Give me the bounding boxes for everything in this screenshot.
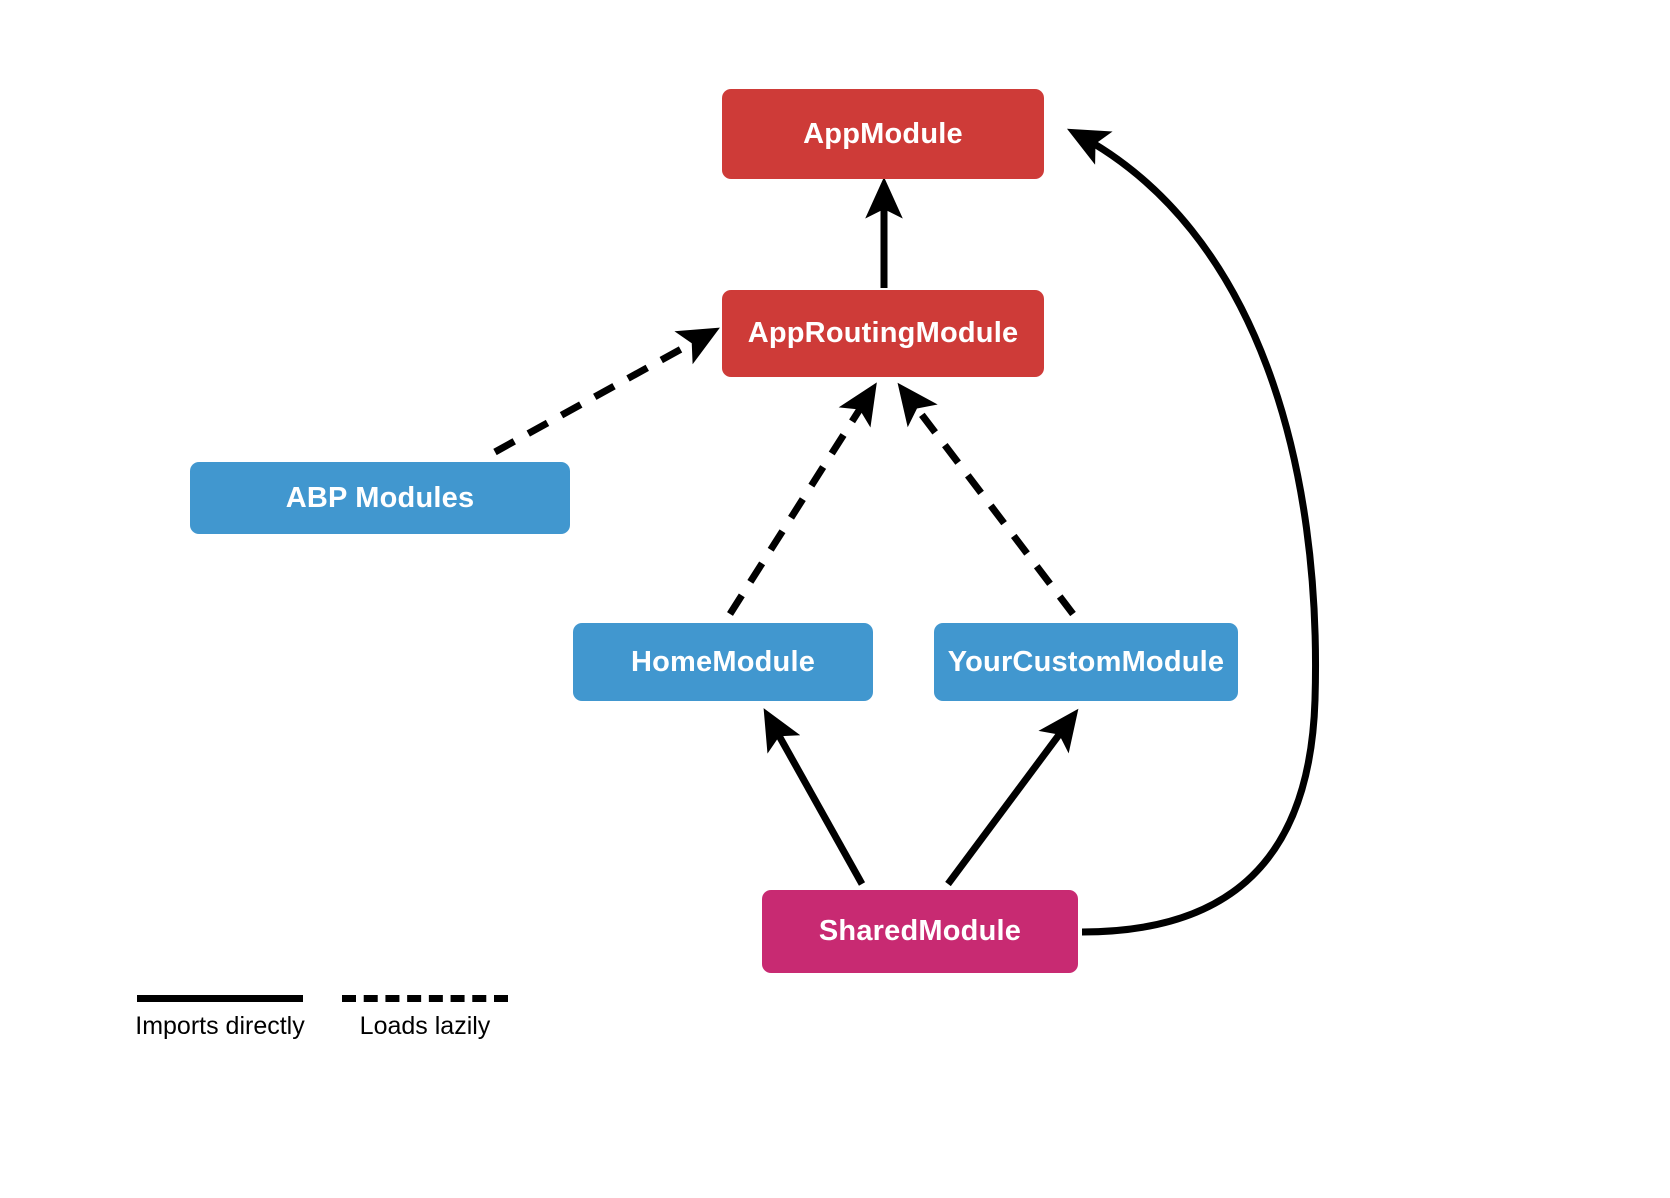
legend-item-imports-directly-label: Imports directly [135, 1012, 305, 1040]
edge-your-custom-module-to-app-routing [897, 382, 1076, 617]
node-abp-modules[interactable]: ABP Modules [190, 462, 570, 534]
node-app-routing-module-label: AppRoutingModule [747, 317, 1019, 349]
node-app-module[interactable]: AppModule [722, 89, 1044, 179]
node-abp-modules-label: ABP Modules [285, 481, 475, 514]
edge-abp-modules-to-app-routing [493, 327, 720, 456]
node-your-custom-module-label: YourCustomModule [947, 645, 1225, 678]
node-shared-module-label: SharedModule [818, 915, 1022, 947]
node-app-routing-module[interactable]: AppRoutingModule [722, 290, 1044, 377]
legend-dashed-line-icon [342, 995, 508, 1002]
legend-item-imports-directly: Imports directly [133, 995, 307, 1041]
node-home-module[interactable]: HomeModule [573, 623, 873, 701]
legend-solid-line-icon [137, 995, 303, 1002]
node-app-module-label: AppModule [803, 117, 963, 150]
edge-shared-module-to-app-module [1066, 128, 1319, 936]
edge-home-module-to-app-routing [727, 382, 877, 616]
node-home-module-label: HomeModule [630, 645, 816, 678]
edge-shared-module-to-your-custom-module [945, 708, 1079, 887]
node-shared-module[interactable]: SharedModule [762, 890, 1078, 973]
edge-shared-module-to-home-module [763, 708, 866, 886]
legend-item-loads-lazily: Loads lazily [338, 995, 512, 1041]
legend-item-loads-lazily-label: Loads lazily [359, 1012, 491, 1040]
node-your-custom-module[interactable]: YourCustomModule [934, 623, 1238, 701]
